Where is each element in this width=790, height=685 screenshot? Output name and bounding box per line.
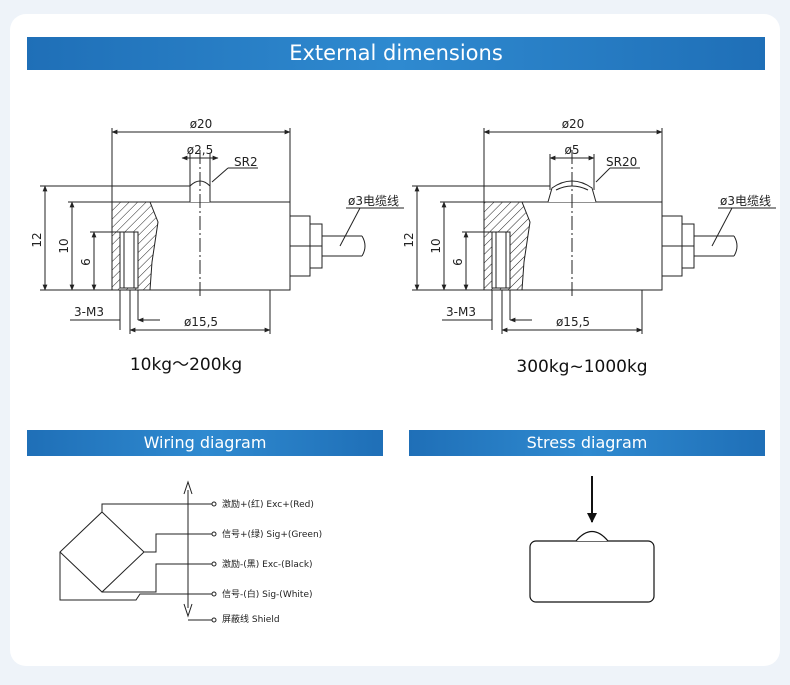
external-dimensions-header: External dimensions [27,37,765,70]
right-dia-outer: ø20 [562,117,585,131]
left-drawing [40,128,404,334]
right-h6: 6 [451,258,465,266]
threaded-hole [491,231,511,289]
left-h12: 12 [30,232,44,247]
threaded-hole [119,231,139,289]
right-dia-pin: ø5 [565,143,580,157]
right-sr: SR20 [606,155,637,169]
right-h12: 12 [402,232,416,247]
bridge-circuit [59,511,145,593]
left-thread: 3-M3 [74,305,104,319]
wiring-diagram-header: Wiring diagram [27,430,383,456]
left-drawing-labels: ø20 ø2,5 SR2 ø3电缆线 12 10 6 3-M3 ø15,5 10… [30,117,399,375]
left-h10: 10 [57,238,71,253]
right-caption: 300kg~1000kg [516,357,647,377]
wire-label-exc-plus: 激励+(红) Exc+(Red) [222,498,314,510]
left-dia-pin: ø2,5 [187,143,213,157]
left-h6: 6 [79,258,93,266]
wiring-labels: 激励+(红) Exc+(Red) 信号+(绿) Sig+(Green) 激励-(… [222,498,322,625]
load-button [575,530,609,542]
wiring-schematic [59,480,217,623]
wire-label-sig-minus: 信号-(白) Sig-(White) [222,588,313,600]
stress-schematic [529,476,655,603]
wire-label-sig-plus: 信号+(绿) Sig+(Green) [222,528,322,540]
left-sr: SR2 [234,155,258,169]
right-drawing-labels: ø20 ø5 SR20 ø3电缆线 12 10 6 3-M3 ø15,5 300… [402,117,771,377]
right-dia-inner: ø15,5 [556,315,590,329]
right-thread: 3-M3 [446,305,476,319]
right-cable: ø3电缆线 [720,194,771,208]
left-cable: ø3电缆线 [348,194,399,208]
left-dia-outer: ø20 [190,117,213,131]
right-h10: 10 [429,238,443,253]
right-drawing [412,128,776,334]
stress-diagram-header: Stress diagram [409,430,765,456]
wire-label-shield: 屏蔽线 Shield [222,613,280,625]
sensor-block [529,540,655,603]
left-caption: 10kg～200kg [130,355,242,375]
wire-label-exc-minus: 激励-(黑) Exc-(Black) [222,558,313,570]
left-dia-inner: ø15,5 [184,315,218,329]
